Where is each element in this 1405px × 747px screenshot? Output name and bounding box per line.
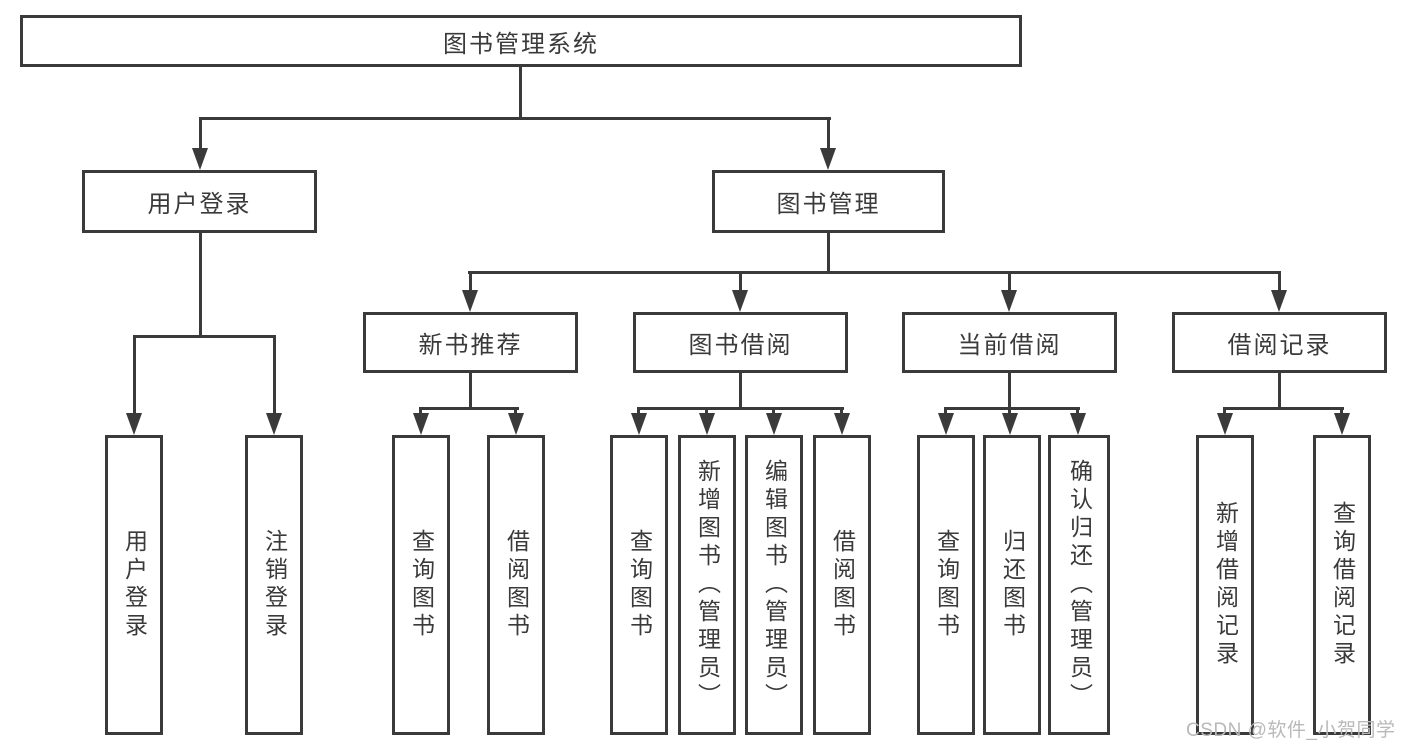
leaf-query-books-recommend: 查询图书: [392, 435, 450, 735]
connector-drop: [1340, 407, 1343, 417]
connector-arrowhead: [631, 413, 647, 435]
leaf-return-books: 归还图书: [983, 435, 1041, 735]
connector-drop: [840, 407, 843, 417]
connector-drop: [419, 407, 422, 417]
connector-drop: [637, 407, 640, 417]
connector-book-management-stem: [827, 233, 830, 273]
connector-arrowhead: [820, 148, 836, 170]
csdn-watermark: CSDN @软件_小贺同学: [1186, 720, 1396, 741]
leaf-label: 新增借阅记录: [1212, 501, 1239, 669]
connector-book-management-rail: [468, 271, 1281, 274]
leaf-label: 查询图书: [408, 529, 435, 641]
connector-rail: [637, 407, 844, 410]
connector-drop: [133, 335, 136, 415]
connector-arrowhead: [834, 413, 850, 435]
connector-arrowhead: [732, 290, 748, 312]
leaf-user-login: 用户登录: [105, 435, 163, 735]
connector-arrowhead: [1334, 413, 1350, 435]
connector-drop: [469, 271, 472, 292]
connector-root-rail: [199, 117, 831, 120]
leaf-label: 确认归还（管理员）: [1066, 459, 1093, 711]
connector-drop: [273, 335, 276, 415]
connector-arrowhead: [192, 148, 208, 170]
connector-arrowhead: [766, 413, 782, 435]
leaf-add-books-admin: 新增图书（管理员）: [678, 435, 736, 735]
connector-arrowhead: [1070, 413, 1086, 435]
node-current-borrowing: 当前借阅: [902, 312, 1117, 373]
leaf-label: 注销登录: [261, 529, 288, 641]
leaf-logout: 注销登录: [245, 435, 303, 735]
connector-rail: [1223, 407, 1344, 410]
connector-arrowhead: [1217, 413, 1233, 435]
connector-arrowhead: [266, 413, 282, 435]
connector-arrowhead: [126, 413, 142, 435]
connector-drop: [1076, 407, 1079, 417]
leaf-edit-books-admin: 编辑图书（管理员）: [745, 435, 803, 735]
connector-arrowhead: [938, 413, 954, 435]
leaf-label: 归还图书: [999, 529, 1026, 641]
connector-stem: [739, 373, 742, 409]
connector-drop: [1008, 407, 1011, 417]
connector-drop: [772, 407, 775, 417]
connector-arrowhead: [413, 413, 429, 435]
leaf-confirm-return-admin: 确认归还（管理员）: [1048, 435, 1110, 735]
connector-drop: [739, 271, 742, 292]
leaf-borrow-books-borrowing: 借阅图书: [813, 435, 871, 735]
connector-rail: [419, 407, 519, 410]
connector-stem: [469, 373, 472, 409]
leaf-label: 借阅图书: [503, 529, 530, 641]
connector-rail: [944, 407, 1080, 410]
connector-root-stem: [519, 67, 522, 119]
connector-arrowhead: [1271, 290, 1287, 312]
connector-arrowhead: [1001, 290, 1017, 312]
connector-user-login-rail: [133, 335, 276, 338]
leaf-add-borrow-record: 新增借阅记录: [1196, 435, 1254, 735]
connector-drop-user-login: [199, 117, 202, 150]
leaf-label: 查询图书: [933, 529, 960, 641]
node-user-login: 用户登录: [82, 170, 317, 233]
connector-stem: [1008, 373, 1011, 409]
leaf-label: 借阅图书: [829, 529, 856, 641]
connector-arrowhead: [508, 413, 524, 435]
leaf-query-books-borrowing: 查询图书: [610, 435, 668, 735]
leaf-query-books-current: 查询图书: [917, 435, 975, 735]
connector-drop: [1223, 407, 1226, 417]
connector-drop: [705, 407, 708, 417]
leaf-label: 用户登录: [121, 529, 148, 641]
connector-drop: [514, 407, 517, 417]
leaf-label: 新增图书（管理员）: [694, 459, 721, 711]
leaf-label: 查询图书: [626, 529, 653, 641]
leaf-query-borrow-record: 查询借阅记录: [1313, 435, 1371, 735]
connector-stem: [1278, 373, 1281, 409]
leaf-borrow-books-recommend: 借阅图书: [487, 435, 545, 735]
node-library-management-system: 图书管理系统: [20, 15, 1022, 67]
connector-user-login-stem: [199, 233, 202, 337]
leaf-label: 编辑图书（管理员）: [761, 459, 788, 711]
connector-drop: [1278, 271, 1281, 292]
node-borrowing-records: 借阅记录: [1172, 312, 1387, 373]
connector-drop-book-management: [827, 117, 830, 150]
connector-arrowhead: [1002, 413, 1018, 435]
connector-drop: [944, 407, 947, 417]
node-book-borrowing: 图书借阅: [633, 312, 848, 373]
node-book-management: 图书管理: [712, 170, 945, 233]
connector-drop: [1008, 271, 1011, 292]
connector-arrowhead: [699, 413, 715, 435]
connector-arrowhead: [462, 290, 478, 312]
node-new-book-recommend: 新书推荐: [363, 312, 578, 373]
leaf-label: 查询借阅记录: [1329, 501, 1356, 669]
